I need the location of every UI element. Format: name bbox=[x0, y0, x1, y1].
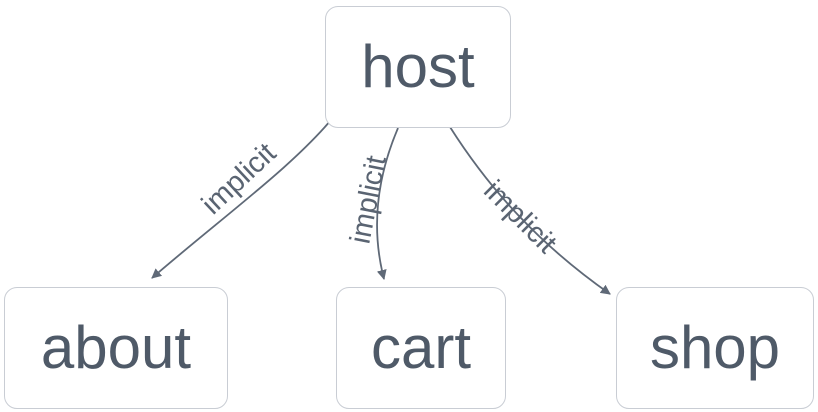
node-shop-label: shop bbox=[649, 314, 781, 381]
edge-host-about bbox=[151, 113, 337, 279]
node-cart-label: cart bbox=[370, 314, 472, 381]
node-host-label: host bbox=[361, 33, 475, 100]
node-host: host bbox=[325, 6, 511, 128]
node-shop: shop bbox=[616, 287, 814, 409]
edge-label-host-cart: implicit bbox=[345, 153, 393, 246]
node-cart: cart bbox=[336, 287, 506, 409]
node-about: about bbox=[4, 287, 228, 409]
edge-host-cart bbox=[376, 127, 399, 280]
edge-host-shop bbox=[449, 126, 611, 295]
node-about-label: about bbox=[40, 314, 192, 381]
edge-label-host-shop: implicit bbox=[477, 174, 562, 259]
